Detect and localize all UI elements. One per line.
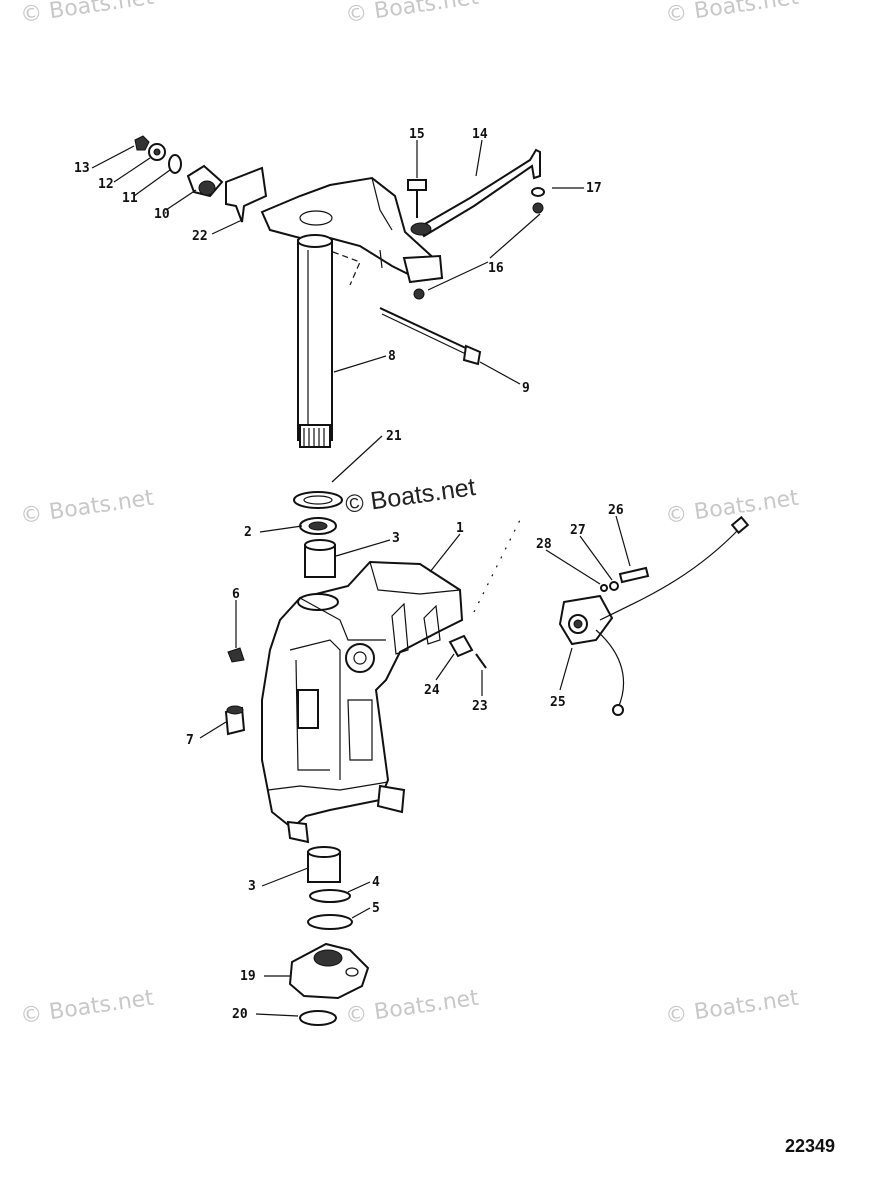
washer: [600, 584, 608, 592]
callout-labels: 13 12 11 10 22 15 14 17 16 8 9 21 2 3 1 …: [74, 127, 624, 1022]
callout-22: 22: [192, 229, 208, 244]
grease-fitting: [227, 647, 245, 663]
o-ring: [168, 154, 182, 174]
washer: [309, 889, 351, 903]
clip: [448, 634, 474, 658]
callout-8: 8: [388, 349, 396, 364]
callout-28: 28: [536, 537, 552, 552]
nut: [134, 135, 150, 151]
callout-17: 17: [586, 181, 602, 196]
callout-3-lower: 3: [248, 879, 256, 894]
callout-21: 21: [386, 429, 402, 444]
callout-6: 6: [232, 587, 240, 602]
figure-number: 22349: [784, 1136, 835, 1156]
callout-23: 23: [472, 699, 488, 714]
steering-link-rod: [410, 148, 541, 238]
screw: [618, 566, 650, 584]
steering-tube: [297, 234, 361, 448]
callout-1: 1: [456, 521, 464, 536]
snap-ring: [299, 1010, 337, 1026]
bushing: [186, 164, 224, 198]
swivel-bracket: [261, 519, 521, 844]
callout-16: 16: [488, 261, 504, 276]
trim-sender-switch: [558, 515, 750, 716]
callout-10: 10: [154, 207, 170, 222]
leader-lines: [91, 139, 631, 1017]
bolt: [407, 179, 427, 218]
callout-9: 9: [522, 381, 530, 396]
callout-11: 11: [122, 191, 138, 206]
washer: [609, 581, 619, 591]
bushing: [307, 846, 341, 883]
callout-5: 5: [372, 901, 380, 916]
callout-27: 27: [570, 523, 586, 538]
nut: [532, 202, 544, 214]
callout-2: 2: [244, 525, 252, 540]
callout-13: 13: [74, 161, 90, 176]
callout-24: 24: [424, 683, 440, 698]
screw: [475, 653, 487, 669]
callout-15: 15: [409, 127, 425, 142]
callout-25: 25: [550, 695, 566, 710]
o-ring: [307, 914, 353, 930]
steering-yoke: [288, 942, 370, 1000]
washer: [293, 491, 343, 509]
callout-20: 20: [232, 1007, 248, 1022]
washer: [531, 187, 545, 197]
bushing: [304, 539, 336, 578]
plate: [225, 166, 268, 223]
callout-14: 14: [472, 127, 488, 142]
nut: [413, 288, 425, 300]
callout-12: 12: [98, 177, 114, 192]
callout-26: 26: [608, 503, 624, 518]
bolt: [379, 307, 482, 366]
callout-19: 19: [240, 969, 256, 984]
callout-7: 7: [186, 733, 194, 748]
callout-3-upper: 3: [392, 531, 400, 546]
callout-4: 4: [372, 875, 380, 890]
bushing: [224, 705, 246, 736]
